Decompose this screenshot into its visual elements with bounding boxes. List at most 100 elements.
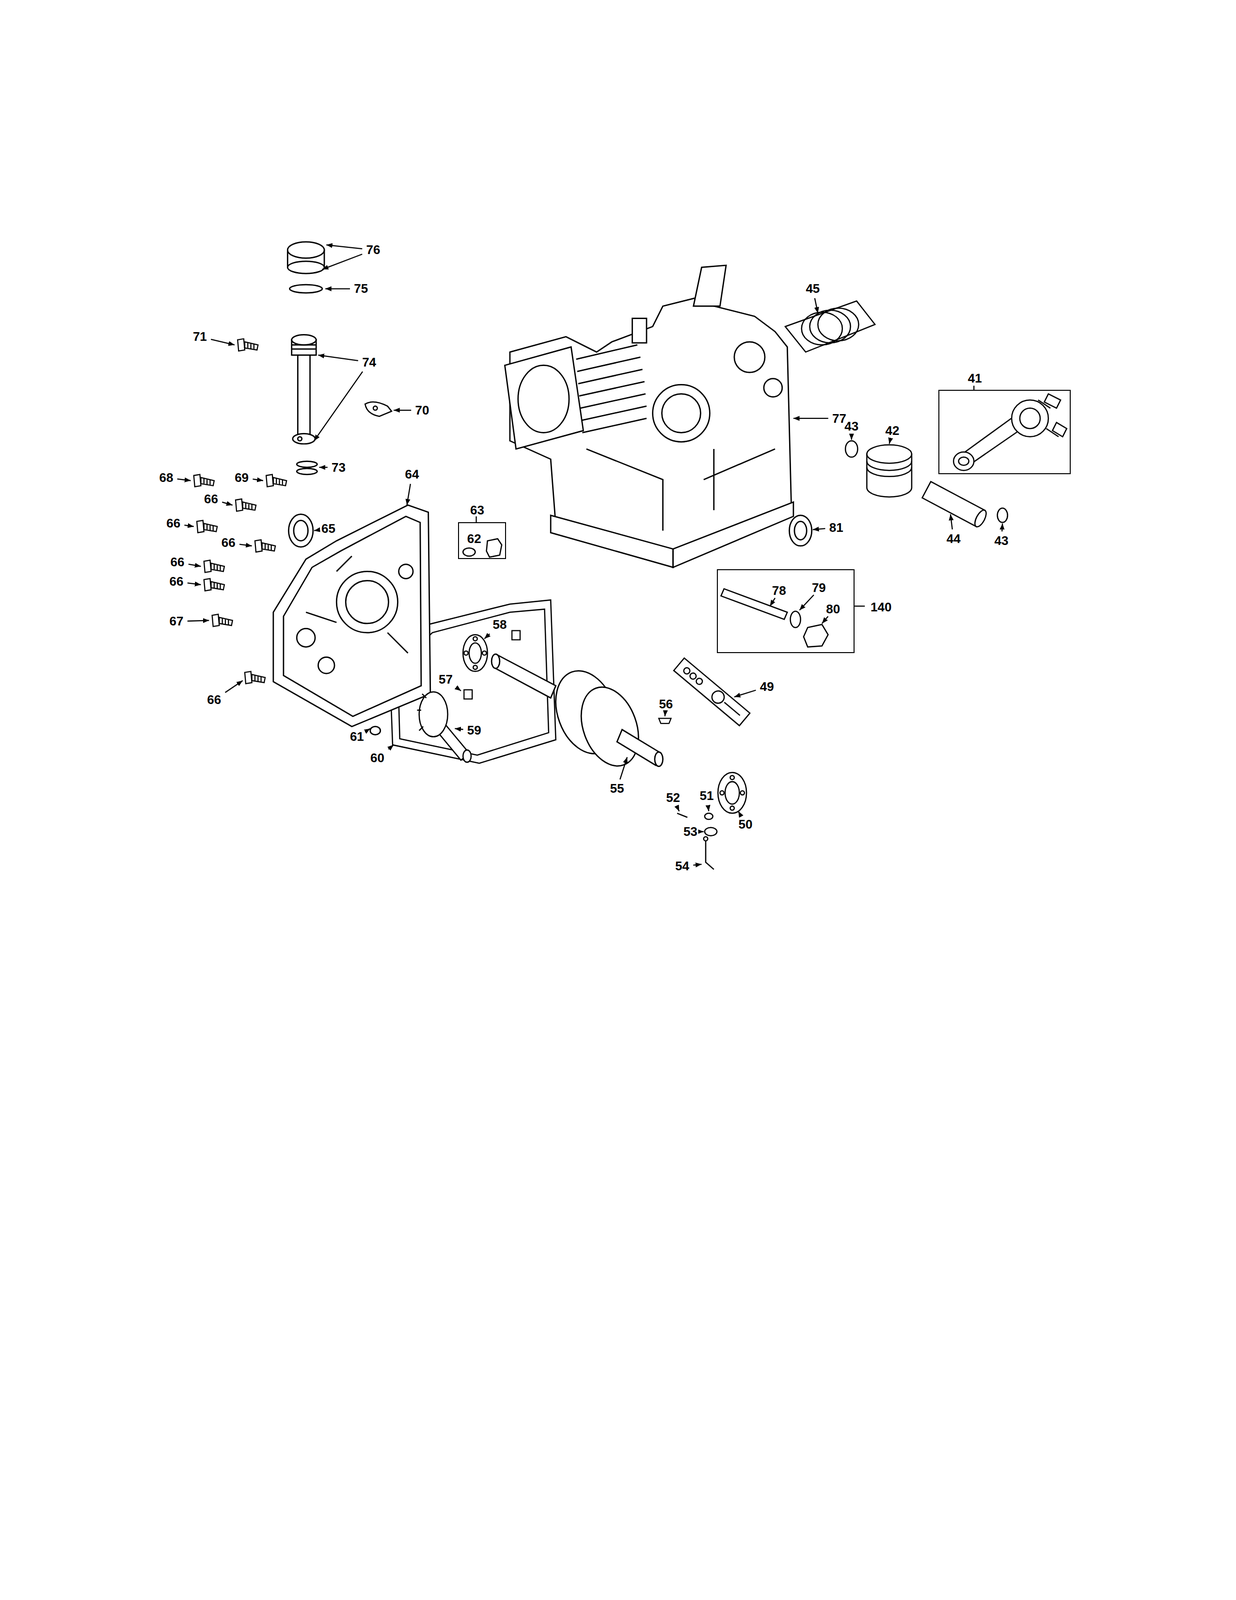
governor-assembly: [709, 688, 728, 706]
governor-shaft-set: [721, 588, 829, 647]
dowel-pin: [463, 689, 473, 699]
governor-assembly: [724, 702, 740, 716]
crankcase-block: [504, 265, 793, 568]
leader-line: [738, 810, 741, 815]
bolts: [204, 559, 225, 572]
callout-number: 79: [810, 581, 827, 594]
governor-shaft-set: [790, 611, 801, 628]
leader-line: [889, 439, 891, 444]
oil-seal: [789, 515, 812, 546]
crankshaft: [491, 653, 663, 774]
leader-line: [456, 687, 461, 691]
governor-assembly: [695, 676, 704, 686]
leader-line: [252, 478, 263, 481]
ball-bearing: [473, 665, 477, 669]
crankcase-cover: [398, 564, 413, 579]
piston-rings: [801, 312, 843, 345]
ball-bearing: [463, 650, 468, 655]
ball-bearing: [462, 634, 488, 672]
connecting-rod: [953, 393, 1067, 471]
leader-line: [475, 516, 477, 523]
callout-number: 56: [657, 697, 674, 711]
callout-number: 66: [169, 555, 186, 569]
leader-line: [367, 728, 371, 730]
ball-bearing: [677, 772, 747, 870]
bolts: [204, 578, 225, 591]
part-group-box: 6362: [458, 522, 507, 559]
leader-line: [319, 466, 328, 468]
connecting-rod: [1011, 399, 1049, 437]
leader-line: [177, 478, 191, 481]
dipstick: [289, 284, 323, 293]
piston-rings: [785, 301, 875, 352]
ball-bearing: [704, 812, 714, 820]
piston: [922, 481, 989, 529]
leader-line: [314, 371, 363, 441]
ball-bearing: [677, 812, 688, 817]
callout-number: 65: [320, 522, 337, 535]
crankcase-block: [504, 347, 584, 449]
callout-number: 71: [191, 330, 208, 343]
leader-line: [799, 594, 814, 611]
leader-line: [814, 298, 818, 314]
callout-number: 64: [404, 467, 421, 481]
part-group-box: 41: [938, 389, 1072, 475]
crankcase-block: [673, 501, 794, 568]
connecting-rod: [1019, 408, 1041, 429]
crankcase-block: [734, 341, 765, 373]
callout-number: 74: [361, 355, 378, 369]
leader-line: [734, 690, 757, 698]
leader-line: [769, 597, 776, 606]
ball-bearing: [717, 772, 747, 813]
callout-number: 62: [466, 532, 483, 545]
oil-seal: [288, 514, 313, 547]
callout-number: 60: [369, 751, 386, 764]
ball-bearing: [473, 636, 477, 641]
bolts: [266, 474, 287, 487]
bolts: [235, 498, 256, 511]
governor-assembly: [682, 666, 692, 676]
callout-number: 53: [682, 824, 699, 838]
dipstick: [291, 344, 317, 349]
key: [658, 718, 671, 724]
callout-number: 50: [737, 817, 754, 831]
governor-shaft-set: [803, 624, 828, 647]
callout-number: 76: [365, 243, 382, 256]
callout-number: 78: [771, 584, 788, 597]
leader-line: [239, 544, 253, 546]
ball-bearing: [482, 650, 487, 655]
dipstick: [287, 241, 325, 259]
ball-bearing: [729, 806, 734, 810]
callout-number: 49: [759, 680, 776, 693]
callout-number: 55: [608, 781, 625, 795]
ball-bearing: [740, 790, 745, 795]
crankcase-block: [763, 378, 783, 397]
dipstick: [297, 354, 310, 435]
callout-number: 42: [884, 424, 901, 437]
leader-line: [326, 244, 363, 249]
leader-line: [664, 713, 666, 716]
leader-line: [812, 528, 826, 530]
bolts: [193, 338, 287, 684]
callout-number: 63: [469, 503, 486, 517]
leader-line: [854, 605, 865, 607]
piston-rings: [809, 310, 851, 343]
leader-line: [1001, 523, 1003, 532]
crankcase-cover: [273, 505, 431, 727]
crankcase-cover: [336, 571, 398, 633]
leader-line: [314, 529, 318, 531]
dipstick: [296, 468, 317, 475]
ball-bearing: [462, 634, 488, 672]
callout-number: 41: [966, 371, 983, 385]
callout-number: 66: [165, 516, 182, 530]
callout-number: 59: [466, 723, 483, 737]
crankcase-block: [586, 448, 776, 531]
bolts: [196, 520, 218, 533]
camshaft: [462, 749, 472, 762]
leader-line: [619, 757, 628, 780]
leader-line: [221, 502, 233, 506]
callout-number: 69: [233, 471, 250, 484]
crankcase-cover: [305, 555, 408, 653]
